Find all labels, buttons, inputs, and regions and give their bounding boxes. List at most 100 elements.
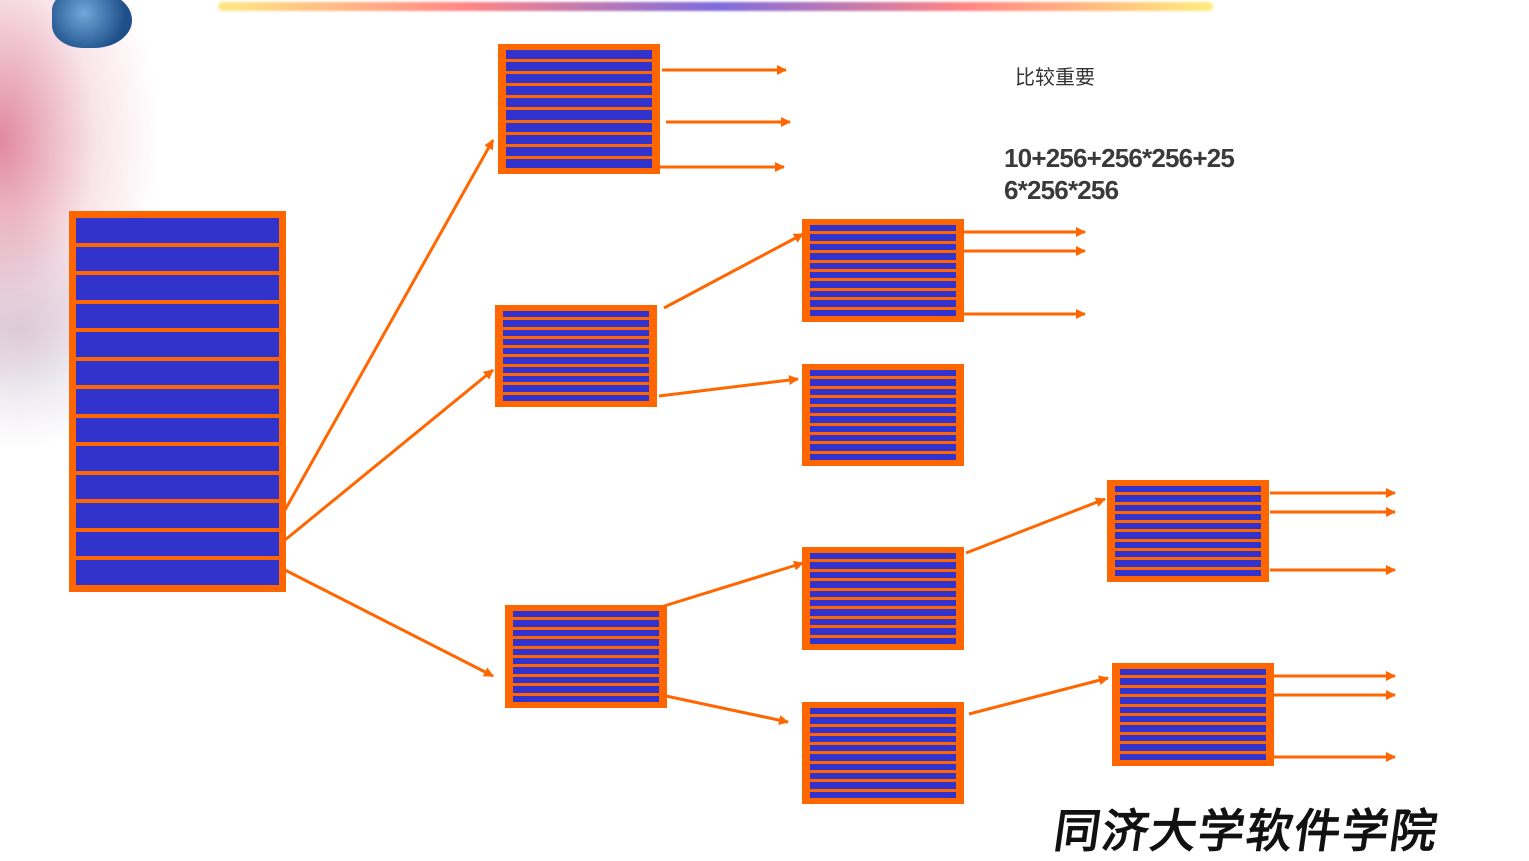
node-row	[506, 122, 652, 132]
node-row	[810, 571, 956, 579]
level2-d-node	[802, 702, 964, 804]
node-row	[503, 357, 649, 364]
node-row	[1120, 734, 1266, 742]
node-row	[810, 370, 956, 377]
arrow-mid-to-l2a	[663, 232, 804, 310]
node-row	[810, 253, 956, 260]
node-row	[1120, 716, 1266, 723]
arrow-l2d-to-l3b	[968, 675, 1109, 716]
decorative-globe-graphic	[52, 0, 132, 48]
node-row	[810, 407, 956, 414]
node-row	[810, 600, 956, 607]
node-row	[810, 754, 956, 761]
node-row	[513, 620, 659, 627]
node-row	[506, 50, 652, 60]
node-row	[1120, 687, 1266, 695]
node-row	[1120, 725, 1266, 732]
node-row	[513, 686, 659, 693]
node-row	[810, 262, 956, 270]
node-row	[1115, 504, 1261, 511]
node-row	[503, 366, 649, 374]
node-row	[810, 773, 956, 780]
node-row	[76, 446, 279, 471]
node-row	[810, 581, 956, 588]
node-row	[1115, 541, 1261, 549]
node-row	[506, 146, 652, 156]
node-row	[810, 309, 956, 317]
level1-bottom-node	[505, 605, 667, 708]
arrow-bottom-to-l2c	[663, 560, 804, 608]
node-row	[1120, 678, 1266, 685]
node-row	[810, 300, 956, 307]
node-row	[810, 281, 956, 288]
level2-a-node	[802, 219, 964, 322]
node-row	[503, 320, 649, 327]
node-row	[506, 98, 652, 108]
node-row	[810, 618, 956, 626]
node-row	[503, 329, 649, 336]
node-row	[1115, 486, 1261, 493]
formula-text: 10+256+256*256+25 6*256*256	[1004, 142, 1235, 206]
node-row	[810, 590, 956, 598]
node-row	[1115, 513, 1261, 521]
node-row	[810, 735, 956, 743]
node-row	[76, 360, 279, 386]
node-row	[503, 376, 649, 383]
node-row	[506, 110, 652, 120]
node-row	[76, 275, 279, 300]
arrow-root-to-bottom	[284, 568, 494, 678]
node-row	[1120, 744, 1266, 751]
node-row	[810, 397, 956, 405]
level2-b-node	[802, 364, 964, 466]
arrow-mid-to-l2b	[658, 375, 799, 398]
level2-c-node	[802, 547, 964, 650]
node-row	[810, 435, 956, 442]
node-row	[1115, 551, 1261, 558]
formula-line-1: 10+256+256*256+25	[1004, 143, 1235, 173]
node-row	[810, 243, 956, 251]
node-row	[810, 609, 956, 616]
node-row	[76, 417, 279, 443]
node-row	[810, 234, 956, 241]
node-row	[1115, 532, 1261, 539]
node-row	[810, 637, 956, 645]
node-row	[513, 676, 659, 684]
node-row	[503, 348, 649, 355]
node-row	[513, 695, 659, 703]
node-row	[76, 389, 279, 414]
node-row	[503, 385, 649, 392]
formula-line-2: 6*256*256	[1004, 175, 1119, 205]
annotation-label: 比较重要	[1015, 67, 1095, 89]
node-row	[506, 62, 652, 72]
node-row	[810, 553, 956, 560]
node-row	[810, 379, 956, 386]
node-row	[513, 667, 659, 674]
node-row	[513, 629, 659, 637]
node-row	[76, 303, 279, 329]
node-row	[810, 444, 956, 451]
node-row	[513, 611, 659, 618]
arrow-root-to-mid	[284, 368, 494, 542]
node-row	[810, 745, 956, 752]
node-row	[506, 74, 652, 84]
node-row	[810, 726, 956, 733]
node-row	[76, 332, 279, 357]
node-row	[810, 272, 956, 279]
node-row	[810, 562, 956, 569]
level1-mid-node	[495, 305, 657, 407]
node-row	[810, 717, 956, 724]
node-row	[1120, 669, 1266, 676]
arrow-root-to-top	[283, 139, 495, 511]
node-row	[810, 628, 956, 635]
node-row	[810, 290, 956, 298]
node-row	[810, 416, 956, 423]
node-row	[810, 708, 956, 715]
arrow-bottom-to-l2d	[665, 694, 789, 726]
root-node	[69, 211, 286, 592]
node-row	[1120, 753, 1266, 761]
node-row	[810, 763, 956, 771]
decorative-gradient-bar	[218, 2, 1213, 11]
node-row	[1115, 523, 1261, 530]
node-row	[513, 658, 659, 665]
node-row	[1115, 560, 1261, 567]
